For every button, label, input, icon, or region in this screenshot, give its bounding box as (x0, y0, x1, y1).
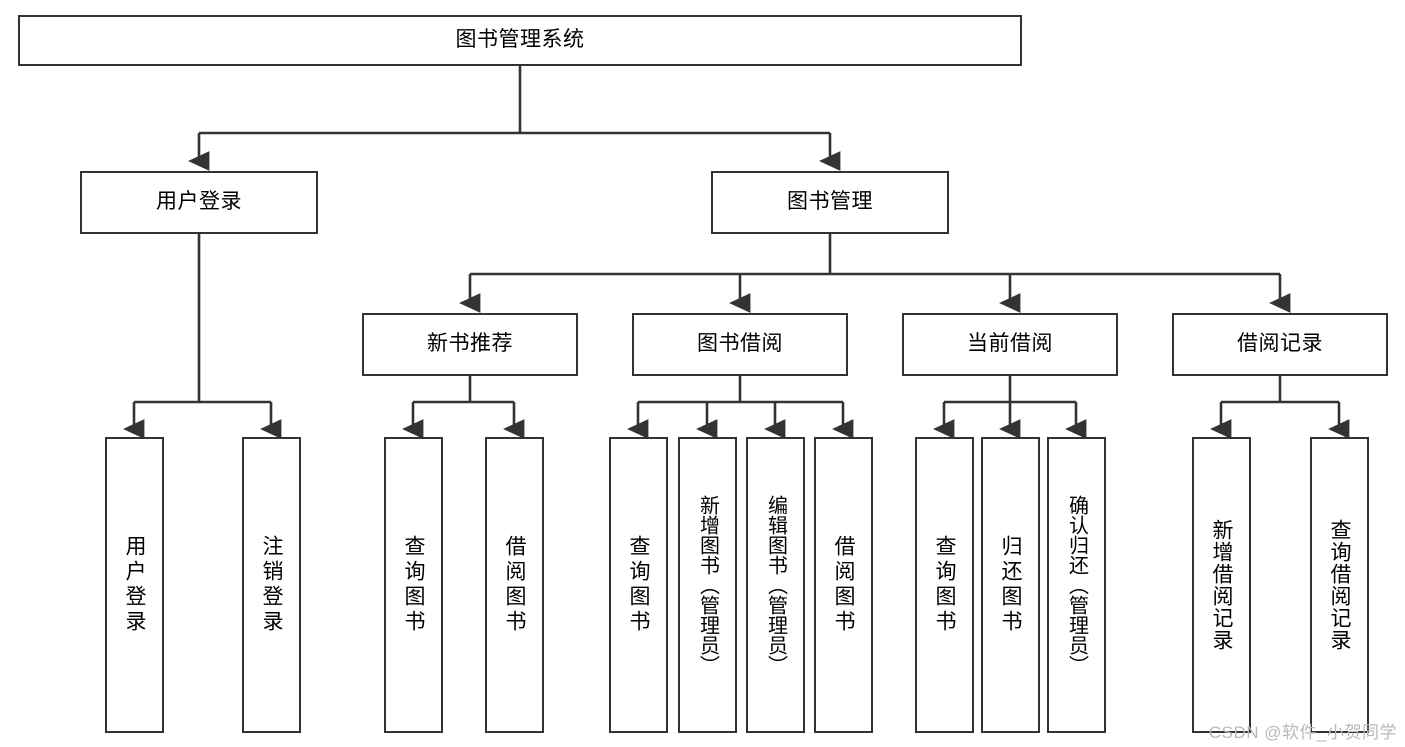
node-leaf-query-book-1[interactable]: 查询图书 (384, 437, 443, 733)
node-leaf-query-book-3[interactable]: 查询图书 (915, 437, 974, 733)
node-borrow-record[interactable]: 借阅记录 (1172, 313, 1388, 376)
node-leaf-logout-login-label: 注销登录 (260, 535, 283, 635)
node-leaf-query-book-2-label: 查询图书 (627, 535, 650, 635)
node-leaf-add-book-label: 新增图书（管理员） (696, 495, 719, 675)
node-new-book-recommend-label: 新书推荐 (427, 332, 513, 356)
node-leaf-add-record-label: 新增借阅记录 (1210, 519, 1233, 651)
node-current-borrow-label: 当前借阅 (967, 332, 1053, 356)
node-leaf-query-book-2[interactable]: 查询图书 (609, 437, 668, 733)
node-leaf-query-record[interactable]: 查询借阅记录 (1310, 437, 1369, 733)
node-leaf-return-book[interactable]: 归还图书 (981, 437, 1040, 733)
node-leaf-edit-book[interactable]: 编辑图书（管理员） (746, 437, 805, 733)
node-borrow-record-label: 借阅记录 (1237, 332, 1323, 356)
node-leaf-borrow-book-2-label: 借阅图书 (832, 535, 855, 635)
node-leaf-borrow-book-1-label: 借阅图书 (503, 535, 526, 635)
node-leaf-confirm-return[interactable]: 确认归还（管理员） (1047, 437, 1106, 733)
node-leaf-query-book-3-label: 查询图书 (933, 535, 956, 635)
node-user-login-label: 用户登录 (156, 190, 242, 214)
node-leaf-borrow-book-1[interactable]: 借阅图书 (485, 437, 544, 733)
node-leaf-logout-login[interactable]: 注销登录 (242, 437, 301, 733)
node-user-login[interactable]: 用户登录 (80, 171, 318, 234)
node-leaf-query-record-label: 查询借阅记录 (1328, 519, 1351, 651)
node-root[interactable]: 图书管理系统 (18, 15, 1022, 66)
node-root-label: 图书管理系统 (455, 28, 585, 52)
node-leaf-return-book-label: 归还图书 (999, 535, 1022, 635)
watermark-text: CSDN @软件_小贺同学 (1208, 723, 1397, 742)
node-leaf-user-login-label: 用户登录 (123, 535, 146, 635)
node-new-book-recommend[interactable]: 新书推荐 (362, 313, 578, 376)
node-leaf-user-login[interactable]: 用户登录 (105, 437, 164, 733)
node-book-borrow-label: 图书借阅 (697, 332, 783, 356)
node-book-admin[interactable]: 图书管理 (711, 171, 949, 234)
node-leaf-add-book[interactable]: 新增图书（管理员） (678, 437, 737, 733)
node-leaf-add-record[interactable]: 新增借阅记录 (1192, 437, 1251, 733)
node-leaf-confirm-return-label: 确认归还（管理员） (1065, 495, 1088, 675)
node-book-admin-label: 图书管理 (787, 190, 873, 214)
node-book-borrow[interactable]: 图书借阅 (632, 313, 848, 376)
node-current-borrow[interactable]: 当前借阅 (902, 313, 1118, 376)
node-leaf-edit-book-label: 编辑图书（管理员） (764, 495, 787, 675)
node-leaf-query-book-1-label: 查询图书 (402, 535, 425, 635)
node-leaf-borrow-book-2[interactable]: 借阅图书 (814, 437, 873, 733)
